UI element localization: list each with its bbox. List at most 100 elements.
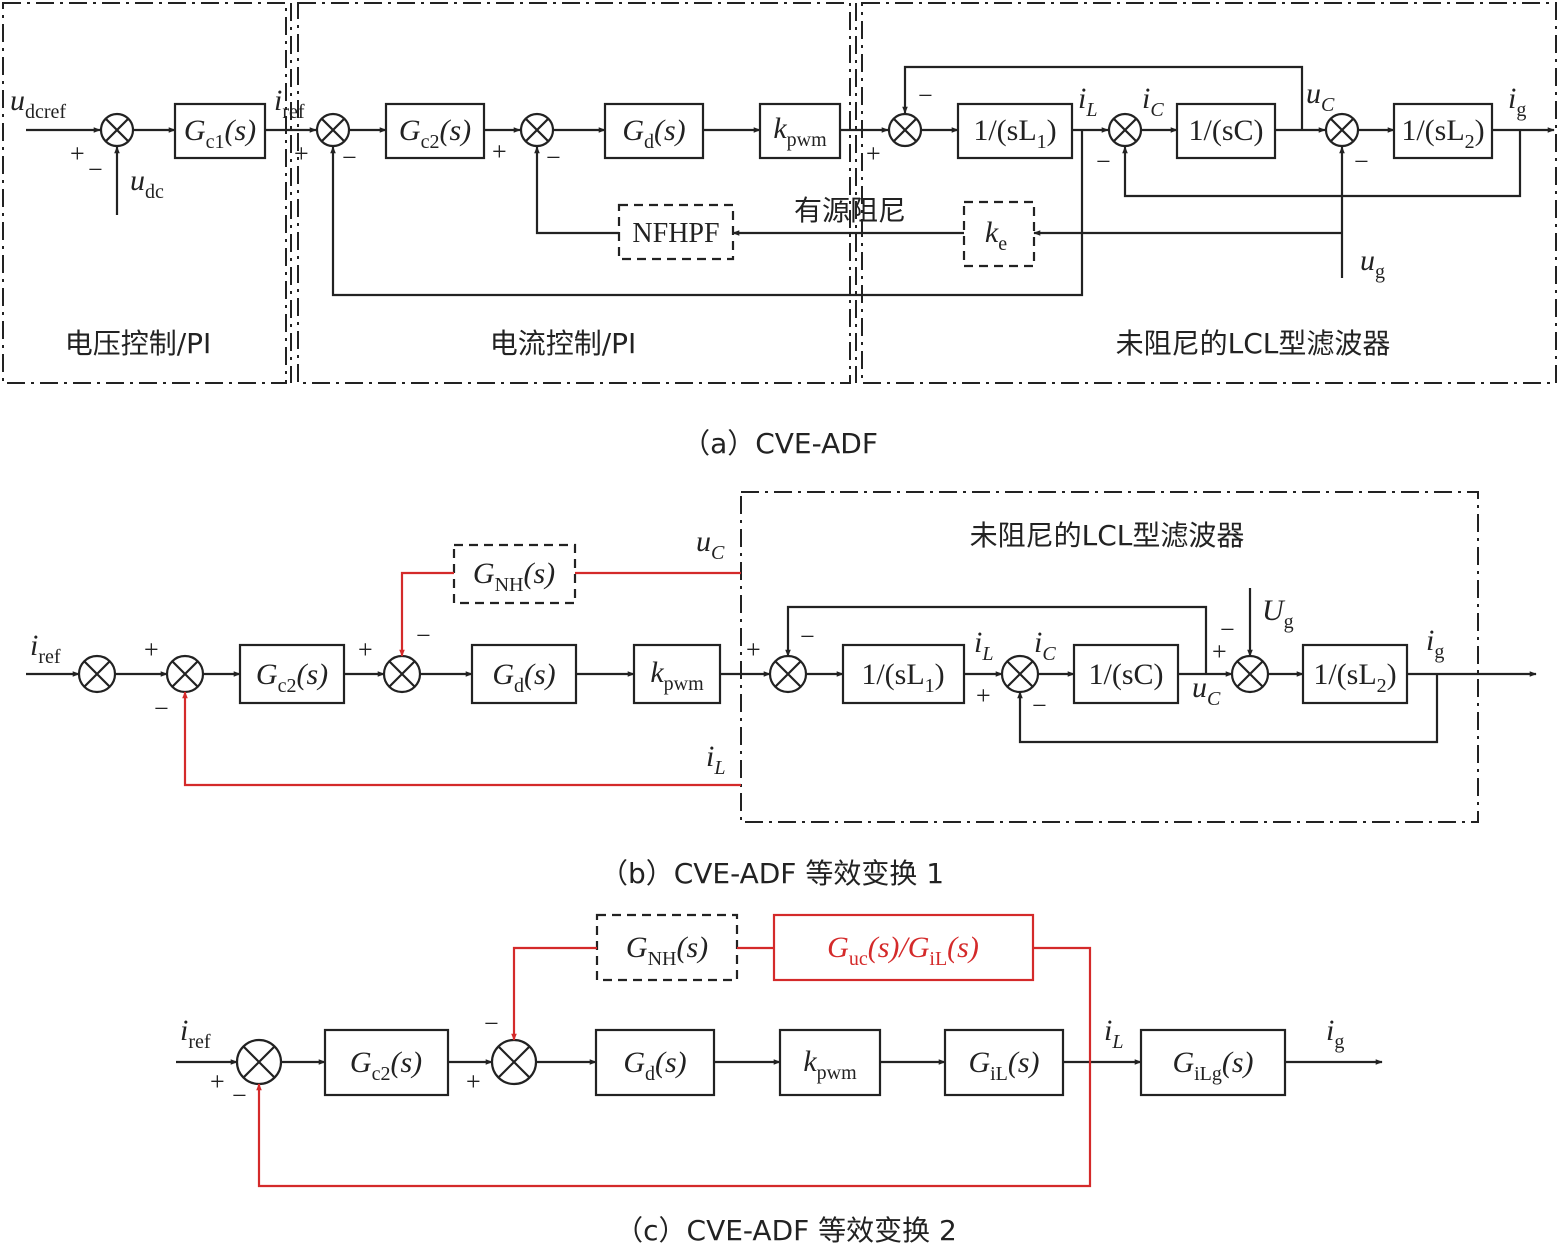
filter-frame-b bbox=[740, 491, 1479, 823]
kpwm-block-c bbox=[778, 1028, 882, 1097]
caption-c: （c）CVE-ADF 等效变换 2 bbox=[615, 1214, 957, 1246]
svg-text:+: + bbox=[358, 635, 373, 664]
c-block bbox=[1175, 102, 1277, 160]
svg-text:+: + bbox=[294, 139, 309, 168]
kpwm-label-b: kpwm bbox=[650, 656, 704, 695]
summing-junction-current bbox=[315, 112, 351, 148]
signal-ig: ig bbox=[1508, 82, 1526, 121]
region-label-filter: 未阻尼的LCL型滤波器 bbox=[1116, 327, 1391, 360]
svg-text:+: + bbox=[210, 1067, 225, 1096]
nfhpf-label: NFHPF bbox=[632, 218, 719, 249]
panel-c: GNH(s) Guc(s)/GiL(s) Gc2(s) Gd(s) kpwm G… bbox=[176, 913, 1383, 1246]
svg-text:−: − bbox=[232, 1081, 247, 1110]
signal-iref-b: iref bbox=[30, 629, 61, 668]
region-frame-current bbox=[297, 2, 851, 384]
svg-text:−: − bbox=[342, 143, 357, 172]
gd-label-b: Gd(s) bbox=[492, 658, 555, 697]
signal-iref: iref bbox=[274, 84, 305, 123]
gilg-label-c: GiLg(s) bbox=[1172, 1046, 1253, 1085]
kpwm-block bbox=[758, 102, 842, 160]
signal-iL-fb-b: iL bbox=[706, 740, 725, 779]
c-label-b: 1/(sC) bbox=[1089, 658, 1164, 691]
svg-text:−: − bbox=[1354, 147, 1369, 176]
svg-text:−: − bbox=[1032, 691, 1047, 720]
l2-label: 1/(sL2) bbox=[1401, 114, 1484, 153]
svg-text:−: − bbox=[1096, 147, 1111, 176]
gc2-label: Gc2(s) bbox=[399, 114, 471, 153]
svg-text:−: − bbox=[800, 622, 815, 651]
gc1-label: Gc1(s) bbox=[184, 114, 256, 153]
summing-junction-damping-b bbox=[382, 654, 422, 694]
gnh-label-c: GNH(s) bbox=[626, 931, 708, 970]
svg-text:−: − bbox=[484, 1009, 499, 1038]
l1-block-b bbox=[841, 643, 966, 705]
l1-block bbox=[956, 102, 1074, 160]
signal-Ug-b: Ug bbox=[1262, 594, 1294, 633]
gd-label: Gd(s) bbox=[622, 114, 685, 153]
summing-junction-grid bbox=[1324, 112, 1360, 148]
signal-iC-b: iC bbox=[1034, 626, 1056, 665]
region-label-current: 电流控制/PI bbox=[490, 327, 637, 360]
svg-text:−: − bbox=[1220, 615, 1235, 644]
svg-text:+: + bbox=[1212, 637, 1227, 666]
svg-text:+: + bbox=[466, 1067, 481, 1096]
svg-text:+: + bbox=[70, 139, 85, 168]
gil-label-c: GiL(s) bbox=[968, 1046, 1039, 1085]
svg-text:−: − bbox=[546, 143, 561, 172]
gc2-block bbox=[384, 102, 486, 160]
transfer-ratio-label: Guc(s)/GiL(s) bbox=[827, 931, 979, 970]
panel-a-feedback-paths bbox=[114, 65, 1522, 297]
signal-ug: ug bbox=[1360, 244, 1385, 283]
summing-junction-reference bbox=[77, 654, 117, 694]
svg-text:−: − bbox=[918, 81, 933, 110]
filter-title-b: 未阻尼的LCL型滤波器 bbox=[970, 519, 1245, 552]
l2-label-b: 1/(sL2) bbox=[1313, 658, 1396, 697]
l1-label-b: 1/(sL1) bbox=[861, 658, 944, 697]
signal-iref-c: iref bbox=[180, 1014, 211, 1053]
caption-a: （a）CVE-ADF bbox=[682, 427, 878, 460]
svg-text:+: + bbox=[746, 635, 761, 664]
caption-b: （b）CVE-ADF 等效变换 1 bbox=[600, 857, 944, 890]
gd-block-c bbox=[594, 1028, 716, 1097]
gc2-block-c bbox=[323, 1028, 450, 1097]
svg-text:+: + bbox=[144, 635, 159, 664]
signal-ig-b: ig bbox=[1426, 624, 1444, 663]
summing-junction-damping bbox=[519, 112, 555, 148]
signal-iL-c: iL bbox=[1104, 1014, 1123, 1053]
kpwm-label: kpwm bbox=[773, 112, 827, 151]
panel-b-feedback-paths bbox=[182, 571, 1439, 787]
summing-junction-grid-b bbox=[1230, 654, 1270, 694]
signal-uC-b: uC bbox=[1192, 671, 1221, 710]
summing-junction-damping-c bbox=[490, 1038, 538, 1086]
kpwm-label-c: kpwm bbox=[803, 1045, 857, 1084]
signal-iC: iC bbox=[1142, 82, 1164, 121]
signal-udcref: udcref bbox=[10, 84, 66, 123]
svg-text:−: − bbox=[416, 621, 431, 650]
svg-text:−: − bbox=[88, 155, 103, 184]
ke-block bbox=[962, 200, 1036, 268]
kpwm-block-b bbox=[632, 643, 722, 705]
region-frame-voltage bbox=[2, 2, 287, 384]
signal-udc: udc bbox=[130, 164, 164, 203]
signal-ig-c: ig bbox=[1326, 1014, 1344, 1053]
ke-label: ke bbox=[985, 216, 1007, 255]
panel-a-signs: + − + − + − + − − − bbox=[70, 81, 1369, 184]
summing-junction-current-b bbox=[165, 654, 205, 694]
svg-text:+: + bbox=[492, 137, 507, 166]
signal-iL: iL bbox=[1078, 82, 1097, 121]
svg-text:+: + bbox=[976, 681, 991, 710]
gc2-label-c: Gc2(s) bbox=[350, 1046, 422, 1085]
summing-junction-inverter bbox=[887, 112, 923, 148]
active-damping-label: 有源阻尼 bbox=[794, 194, 906, 227]
gc2-block-b bbox=[238, 643, 346, 705]
panel-a: Gc1(s) Gc2(s) Gd(s) kpwm 1/(sL1) 1/(sC) … bbox=[2, 2, 1557, 460]
panel-b-signs: + − + − + − + − + − bbox=[144, 615, 1235, 723]
l1-label: 1/(sL1) bbox=[973, 114, 1056, 153]
c-label: 1/(sC) bbox=[1189, 114, 1264, 147]
gnh-block-b bbox=[452, 543, 577, 605]
summing-junction-inverter-b bbox=[768, 654, 808, 694]
l2-block bbox=[1392, 102, 1494, 160]
region-label-voltage: 电压控制/PI bbox=[65, 327, 212, 360]
gil-block-c bbox=[943, 1028, 1065, 1097]
